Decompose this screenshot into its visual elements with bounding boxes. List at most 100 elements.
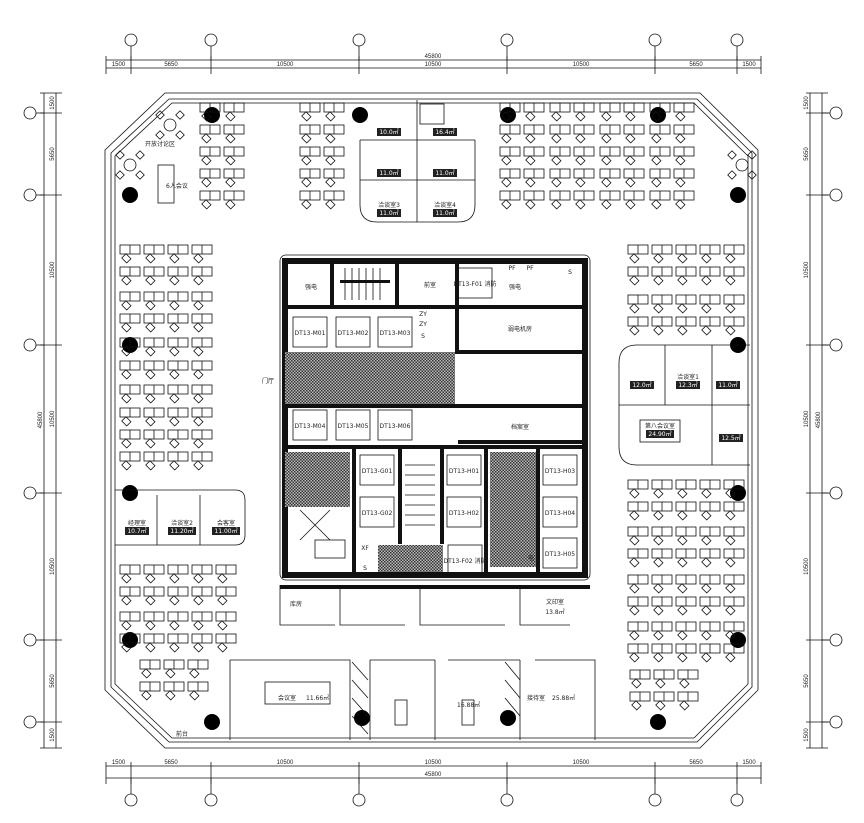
top-room-area-badge [433, 169, 457, 177]
workstation [523, 124, 545, 144]
workstation [199, 146, 221, 166]
chair [655, 700, 666, 711]
chair [145, 460, 156, 471]
workstation [627, 294, 649, 314]
chair [675, 133, 686, 144]
left-room-area-badge [125, 527, 149, 535]
workstation [199, 102, 221, 122]
workstation [649, 102, 671, 122]
workstation [649, 146, 671, 166]
elevator-label: DT13-M02 [338, 330, 369, 337]
elevator: DT13-F01 消防 [453, 267, 497, 299]
elevator-label: DT13-M05 [338, 423, 369, 430]
chair [193, 642, 204, 653]
chair [701, 583, 712, 594]
workstation [187, 659, 209, 679]
workstation [651, 596, 673, 616]
top-meeting-rooms [359, 100, 476, 223]
top-room-area: 11.0㎡ [379, 209, 398, 217]
chair [193, 460, 204, 471]
chair [625, 111, 636, 122]
chair [653, 583, 664, 594]
office-area: 16.88㎡ [457, 701, 480, 709]
workstation [629, 669, 651, 689]
workstation [143, 407, 165, 427]
workstation [299, 102, 321, 122]
grid-axis-bubble [23, 633, 37, 647]
dimension-value: 5650 [804, 147, 810, 161]
dimension-value: 5650 [50, 674, 56, 688]
left-rooms [115, 489, 246, 546]
workstation [723, 574, 745, 594]
column [204, 714, 220, 730]
meeting-room-label: 会议室 [278, 694, 296, 702]
chair [121, 346, 132, 357]
chair [629, 275, 640, 286]
elevator-label: DT13-F01 消防 [453, 280, 496, 288]
workstation [499, 168, 521, 188]
round-table-cluster [115, 150, 145, 180]
chair [217, 573, 228, 584]
workstation [651, 479, 673, 499]
chair [169, 620, 180, 631]
column [500, 107, 516, 123]
dimension-value: 10500 [804, 410, 810, 427]
chair [301, 155, 312, 166]
chair [725, 535, 736, 546]
workstation [627, 596, 649, 616]
chair [677, 557, 688, 568]
chair [325, 133, 336, 144]
chair [501, 133, 512, 144]
chair [169, 460, 180, 471]
reception-room-label: 接待室 [527, 694, 545, 702]
workstation [573, 190, 595, 210]
column [730, 485, 746, 501]
chair [301, 199, 312, 210]
chair [701, 325, 712, 336]
column [122, 485, 138, 501]
chair [651, 177, 662, 188]
elevator-car [292, 316, 328, 348]
workstation [191, 451, 213, 471]
chair [193, 300, 204, 311]
dimension-value: 10500 [50, 410, 56, 427]
workstation [143, 313, 165, 333]
chair [175, 130, 185, 140]
front-desk-label: 前台 [176, 730, 188, 738]
workstation [143, 266, 165, 286]
workstation [119, 337, 141, 357]
elevator: DT13-M04 [292, 409, 328, 441]
chair [629, 488, 640, 499]
elevator-car [335, 316, 371, 348]
shaft-label: XF [361, 545, 369, 552]
chair [141, 668, 152, 679]
workstation [651, 548, 673, 568]
chair [155, 130, 165, 140]
column [730, 187, 746, 203]
round-table [123, 158, 137, 172]
chair [165, 668, 176, 679]
grid-axis-bubble [829, 106, 843, 120]
chair [679, 678, 690, 689]
chair [121, 416, 132, 427]
workstation [119, 291, 141, 311]
chair [551, 155, 562, 166]
room-label: 前室 [424, 281, 436, 289]
chair [145, 275, 156, 286]
workstation [673, 102, 695, 122]
dimension-value: 1500 [804, 96, 810, 110]
top-room-area-badge [377, 169, 401, 177]
workstation [119, 611, 141, 631]
workstation [723, 621, 745, 641]
workstation [499, 190, 521, 210]
right-meeting-rooms [618, 344, 750, 466]
left-room-area: 11.00㎡ [214, 527, 237, 535]
grid-axis-bubble [23, 106, 37, 120]
workstation [651, 643, 673, 663]
left-room-area: 10.7㎡ [127, 527, 146, 535]
elevator-car [542, 454, 578, 486]
workstation [677, 669, 699, 689]
chair [501, 111, 512, 122]
workstation [191, 244, 213, 264]
